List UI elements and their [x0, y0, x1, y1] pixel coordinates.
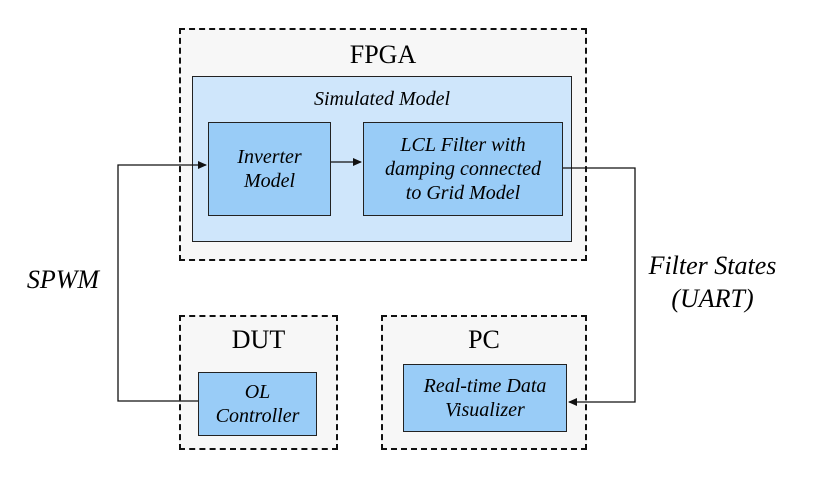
filter-states-label: Filter States (UART) — [648, 251, 777, 313]
spwm-label: SPWM — [26, 265, 100, 294]
fpga-title: FPGA — [349, 40, 417, 69]
lcl-filter-block: LCL Filter with damping connected to Gri… — [363, 122, 563, 216]
filter-states-wire — [563, 167, 636, 406]
simulated-model-title: Simulated Model — [313, 88, 451, 110]
inverter-model-block: Inverter Model — [208, 122, 331, 216]
dut-title: DUT — [231, 325, 286, 354]
spwm-wire — [117, 161, 207, 402]
pc-title: PC — [468, 325, 500, 354]
ol-controller-block: OL Controller — [198, 372, 317, 436]
data-visualizer-block: Real-time Data Visualizer — [403, 364, 567, 432]
